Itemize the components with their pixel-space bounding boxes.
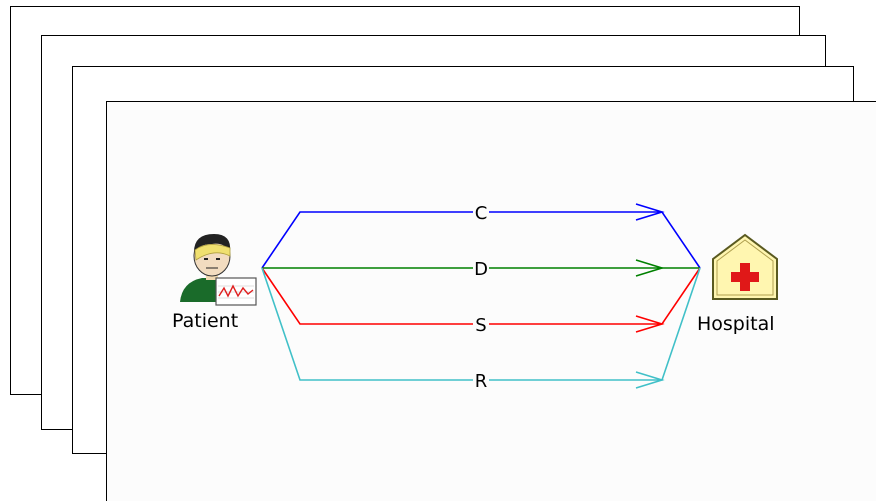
patient-icon <box>178 230 258 306</box>
edge-label-background <box>473 369 489 391</box>
edge-d-arrowhead <box>635 259 665 277</box>
edge-label-c: C <box>475 203 488 224</box>
edge-label-background <box>473 201 489 223</box>
edge-label-d: D <box>474 259 488 280</box>
hospital-icon <box>709 233 781 301</box>
edge-label-r: R <box>475 371 488 392</box>
edge-s-arrowhead <box>635 315 665 333</box>
edge-c-arrowhead <box>635 203 665 221</box>
edge-r-arrowhead <box>635 371 665 389</box>
edge-label-background <box>473 257 489 279</box>
edge-label-background <box>473 313 489 335</box>
edge-label-s: S <box>475 315 486 336</box>
hospital-label: Hospital <box>697 313 775 335</box>
patient-label: Patient <box>172 310 239 332</box>
